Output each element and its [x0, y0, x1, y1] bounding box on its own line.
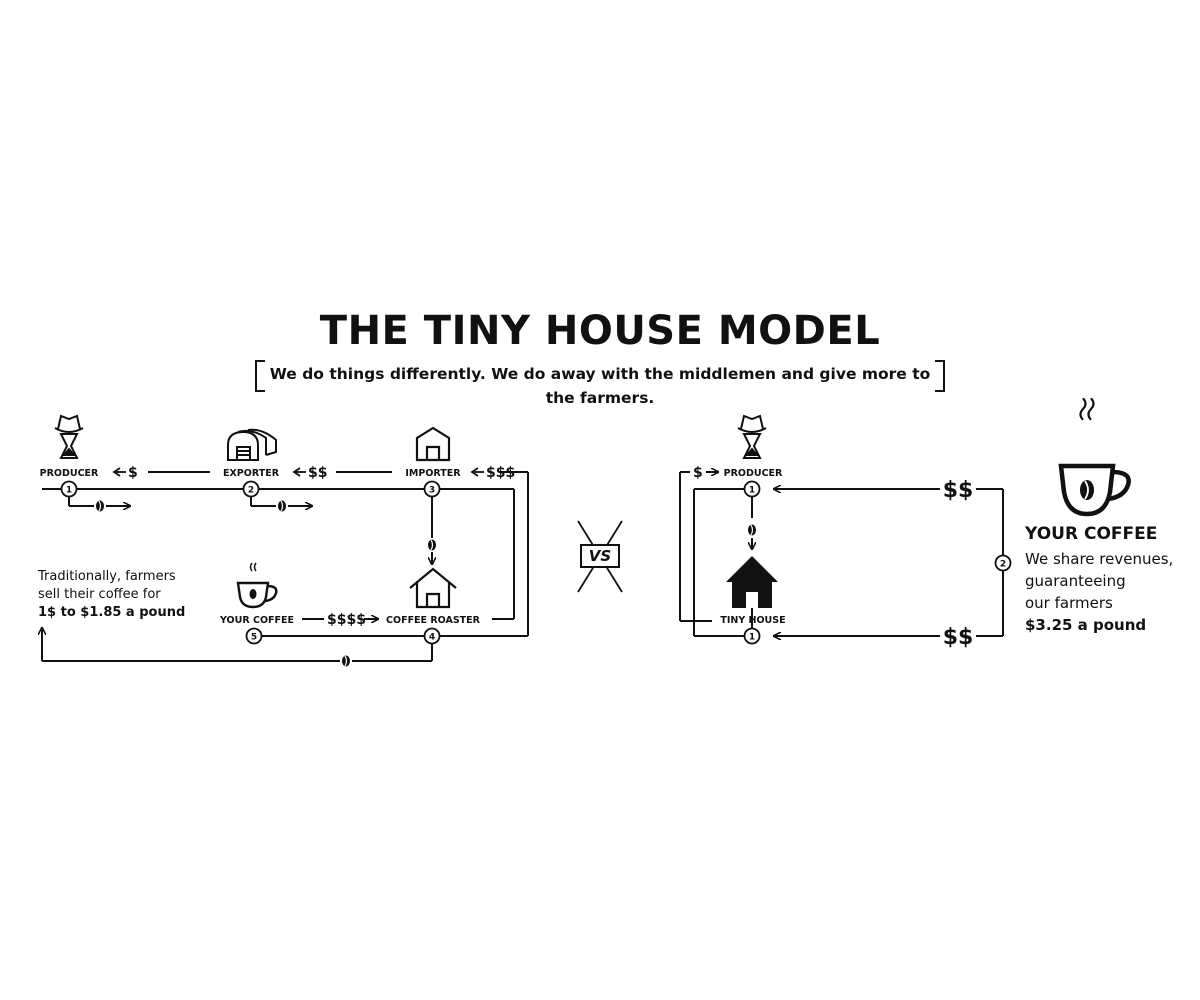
note-line: sell their coffee for — [38, 587, 161, 602]
step-number: 4 — [429, 633, 435, 643]
subtitle-text: We do things differently. We do away wit… — [269, 365, 931, 407]
page-title: THE TINY HOUSE MODEL — [319, 308, 881, 354]
producer-label: PRODUCER — [724, 468, 783, 479]
coffee-bean-icon — [427, 538, 437, 552]
money-to-producer: $ — [693, 465, 703, 481]
coffee-cup-icon — [1058, 397, 1131, 517]
money-to-exporter: $$ — [308, 465, 327, 481]
tiny-house-note: We share revenues, guaranteeing our farm… — [1025, 548, 1195, 636]
note-price: 1$ to $1.85 a pound — [38, 605, 186, 620]
note-price: $3.25 a pound — [1025, 616, 1147, 634]
your-coffee-title: YOUR COFFEE — [1025, 524, 1158, 544]
vs-label: VS — [589, 547, 611, 565]
exporter-label: EXPORTER — [223, 468, 280, 479]
farmer-icon — [737, 414, 767, 459]
warehouse-icon — [227, 428, 277, 461]
tiny-house-label: TINY HOUSE — [720, 615, 785, 626]
traditional-note: Traditionally, farmers sell their coffee… — [38, 568, 238, 622]
house-filled-icon — [726, 556, 778, 608]
coffee-bean-icon — [277, 499, 287, 513]
coffee-bean-icon — [747, 523, 757, 537]
coffee-bean-icon — [341, 654, 351, 668]
step-number: 2 — [1000, 560, 1006, 570]
roaster-label: COFFEE ROASTER — [386, 615, 481, 626]
note-line: We share revenues, — [1025, 550, 1174, 568]
coffee-bean-icon — [95, 499, 105, 513]
subtitle: We do things differently. We do away wit… — [255, 360, 945, 407]
money-to-roaster: $$$$ — [327, 612, 366, 628]
note-line: Traditionally, farmers — [38, 569, 176, 584]
money-to-producer: $ — [128, 465, 138, 481]
coffee-cup-icon — [236, 562, 278, 609]
step-number: 2 — [248, 486, 254, 496]
vs-badge — [577, 520, 623, 593]
note-line: guaranteeing — [1025, 572, 1126, 590]
farmer-icon — [54, 414, 84, 459]
note-line: our farmers — [1025, 594, 1113, 612]
producer-label: PRODUCER — [40, 468, 99, 479]
money-bottom: $$ — [943, 625, 974, 650]
step-number: 5 — [251, 633, 257, 643]
money-to-importer: $$$ — [486, 465, 515, 481]
bracket-right — [935, 360, 945, 392]
step-number: 1 — [66, 486, 72, 496]
house-outline-icon — [415, 426, 451, 462]
house-outline-icon — [409, 567, 457, 609]
bracket-left — [255, 360, 265, 392]
step-number: 1 — [749, 486, 755, 496]
money-top: $$ — [943, 478, 974, 503]
step-number: 1 — [749, 633, 755, 643]
importer-label: IMPORTER — [405, 468, 461, 479]
your-coffee-label: YOUR COFFEE — [219, 615, 294, 626]
step-number: 3 — [429, 486, 435, 496]
